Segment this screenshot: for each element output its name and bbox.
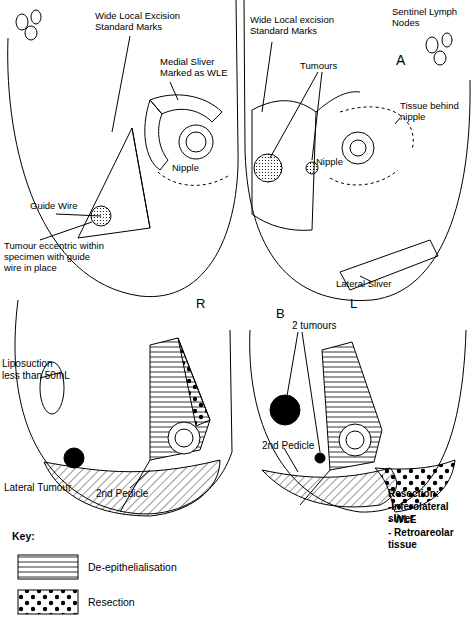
annotation-label: Lateral Sliver	[336, 278, 416, 289]
annotation-label: R	[196, 296, 216, 311]
annotation-label: Guide Wire	[30, 200, 90, 211]
annotation-label: 2nd Pedicle	[262, 440, 332, 452]
annotation-label: Tissue behind nipple	[400, 100, 470, 122]
legend-label: De-epithelialisation	[88, 561, 228, 573]
annotation-label: B	[276, 306, 296, 321]
annotation-label: Key:	[12, 530, 52, 542]
annotation-label: A	[396, 52, 416, 68]
annotation-label: Tumour eccentric within specimen with gu…	[4, 240, 104, 273]
legend-sample	[18, 590, 78, 614]
annotation-label: - Retroareolar tissue	[388, 527, 475, 551]
annotation-label: Lateral Tumour	[4, 482, 84, 494]
annotation-label: 2nd Pedicle	[96, 488, 166, 500]
annotation-label: Medial Sliver Marked as WLE	[160, 56, 235, 78]
annotation-label: Wide Local excision Standard Marks	[250, 14, 345, 36]
annotation-label: Tumours	[300, 60, 350, 71]
annotation-label: Nipple	[172, 162, 212, 173]
legend-label: Resection	[88, 596, 228, 608]
legend-sample	[18, 555, 78, 579]
annotation-label: Liposuction less than 50mL	[2, 358, 72, 382]
annotation-label: Nipple	[316, 156, 356, 167]
annotation-label: - WLE	[388, 514, 473, 526]
annotation-label: Sentinel Lymph Nodes	[392, 6, 462, 28]
annotation-label: Resection:	[388, 488, 473, 500]
annotation-label: Wide Local Excision Standard Marks	[95, 10, 205, 32]
annotation-label: L	[350, 296, 370, 311]
annotation-label: 2 tumours	[292, 320, 352, 332]
